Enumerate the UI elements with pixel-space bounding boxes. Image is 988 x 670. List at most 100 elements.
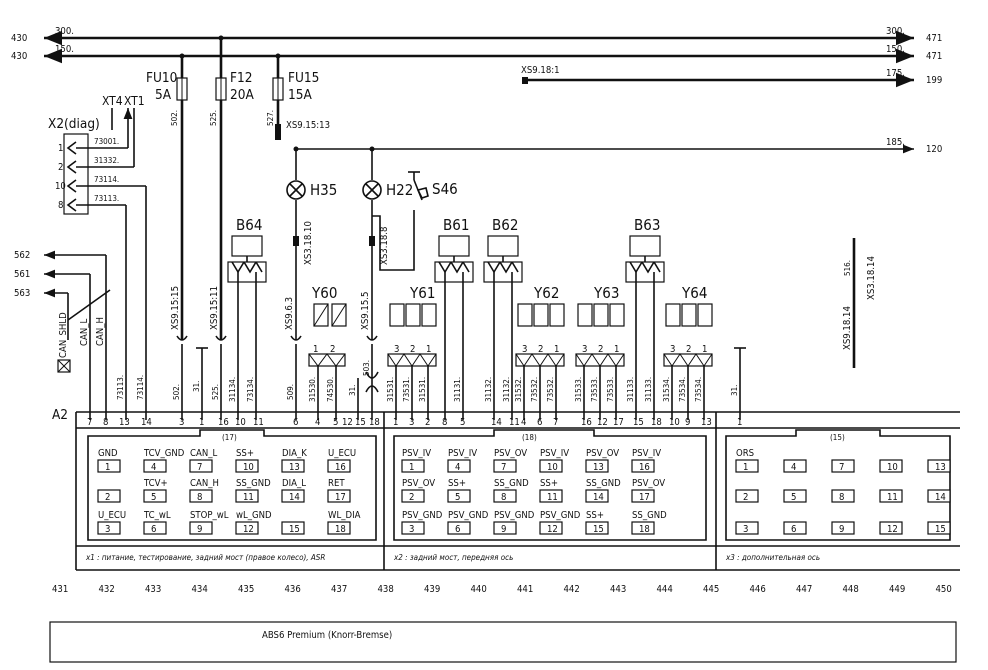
bus-300-wire-label: 300. — [55, 26, 74, 37]
connector-cell-number: 7 — [501, 462, 506, 473]
connector-cell-signal: CAN_H — [190, 478, 219, 489]
connector-cell-signal: TCV_GND — [143, 448, 185, 459]
connector-cell-number: 11 — [547, 492, 558, 503]
wire-label: 31132. — [502, 377, 511, 402]
a2-pin-number: 12 — [342, 417, 353, 428]
column-number: 431 — [52, 584, 68, 595]
connector-cell-number: 16 — [639, 462, 650, 473]
connector-xs9-18-14-label: XS9.18.14 — [842, 306, 853, 350]
fuse-f12-name: F12 — [230, 70, 252, 86]
connector-cell-number: 18 — [639, 524, 650, 535]
connector-cell-number: 5 — [455, 492, 460, 503]
diag-pin-1: 1 73001. — [58, 137, 128, 155]
connector-cell-signal: SS+ — [540, 478, 558, 489]
diag-wire-73001: 73001. — [94, 137, 119, 146]
title-block: ABS6 Premium (Knorr-Bremse) — [49, 621, 957, 663]
connector-cell-box — [783, 521, 807, 535]
wire-label: 502. — [172, 384, 181, 400]
connector-cell-signal: GND — [98, 448, 118, 459]
connector-cell-signal: STOP_wL — [190, 510, 229, 521]
lamp-h22-connector: XS3.18.8 — [379, 227, 390, 265]
wire-label: 31133. — [626, 377, 635, 402]
title-block-text: ABS6 Premium (Knorr-Bremse) — [262, 630, 392, 641]
column-number: 443 — [610, 584, 626, 595]
connector-cell-number: 2 — [105, 492, 110, 503]
connector-cell-number: 10 — [243, 462, 254, 473]
x3-caption: x3 : дополнительная ось — [725, 553, 820, 562]
connector-cell: 4 — [783, 459, 807, 473]
connector-cell-box — [493, 459, 517, 473]
harness-wire-labels: 73113. 73114. 502. 31. 525. 31134. 73134… — [116, 360, 739, 402]
connector-cell-number: 9 — [839, 524, 844, 535]
connector-cell-box — [927, 489, 951, 503]
connector-cell-box — [281, 521, 305, 535]
connector-cell-number: 13 — [935, 462, 946, 473]
wire-label: 31134. — [228, 377, 237, 402]
a2-pin-number: 5 — [460, 417, 465, 428]
a2-pin-number: 6 — [293, 417, 298, 428]
valve-y63-pin: 2 — [598, 344, 603, 355]
connector-cell-signal: wL_GND — [236, 510, 272, 521]
fuse-fu15-rating: 15A — [288, 87, 312, 103]
connector-cell-signal: TCV+ — [143, 478, 168, 489]
valve-y63-pin: 3 — [582, 344, 587, 355]
connector-cell-number: 12 — [243, 524, 254, 535]
a2-pin-number: 14 — [141, 417, 152, 428]
sensor-b61: B61 — [434, 216, 474, 420]
connector-cell-box — [831, 521, 855, 535]
wire-label: 73531. — [402, 377, 411, 402]
switch-s46: S46 — [408, 171, 458, 201]
switch-s46-name: S46 — [432, 180, 458, 198]
connector-cell-signal: SS+ — [448, 478, 466, 489]
connector-cell-box — [327, 459, 351, 473]
fuse-fu10-wire: 502. — [170, 110, 179, 126]
connector-cell: 14 — [927, 489, 951, 503]
can-ref-563: 563 — [14, 288, 30, 299]
can-ref-561: 561 — [14, 269, 30, 280]
connector-cell-box — [189, 459, 213, 473]
column-number: 437 — [331, 584, 347, 595]
a2-pin-number: 16 — [581, 417, 592, 428]
connector-cell: PSV_OV2 — [401, 478, 435, 503]
column-number: 440 — [471, 584, 487, 595]
connector-cell: SS+ 11 — [539, 478, 563, 503]
connector-cell-signal: TC_wL — [143, 510, 171, 521]
connector-cell-box — [539, 521, 563, 535]
connector-cell-number: 13 — [289, 462, 300, 473]
connector-cell-box — [189, 521, 213, 535]
connector-cell: DIA_K13 — [281, 448, 307, 473]
power-bus-300: 430 300. 300. 471 — [11, 26, 942, 46]
diag-connector-label: X2(diag) — [48, 116, 100, 132]
connector-cell-box — [447, 459, 471, 473]
connector-cell-signal: WL_DIA — [328, 510, 361, 521]
connector-cell-signal: U_ECU — [98, 510, 126, 521]
connector-cell-number: 6 — [791, 524, 796, 535]
connector-516-wire: 516. — [843, 260, 852, 276]
a2-pin-number: 15 — [355, 417, 366, 428]
sensor-b64: B64 — [227, 216, 267, 420]
column-number: 434 — [192, 584, 208, 595]
connector-cell-signal: SS_GND — [632, 510, 667, 521]
connector-cell-signal: PSV_OV — [402, 478, 435, 489]
connector-cell-number: 7 — [839, 462, 844, 473]
fuse-fu15-name: FU15 — [288, 70, 319, 86]
a2-pin-number: 11 — [253, 417, 264, 428]
connector-cell-box — [927, 521, 951, 535]
wire-label: 31532. — [514, 377, 523, 402]
can-shld-label: CAN_SHLD — [58, 312, 69, 358]
branch-185: 185. 120 — [296, 137, 942, 155]
connector-cell-box — [783, 459, 807, 473]
connector-cell-box — [281, 489, 305, 503]
connector-cell-box — [735, 521, 759, 535]
valve-y63-pin: 1 — [614, 344, 619, 355]
diag-pin-num: 1 — [58, 143, 63, 154]
connector-cell-box — [97, 521, 121, 535]
connector-cell: SS+ 5 — [447, 478, 471, 503]
column-number: 436 — [285, 584, 301, 595]
valve-y60-name: Y60 — [311, 284, 337, 302]
